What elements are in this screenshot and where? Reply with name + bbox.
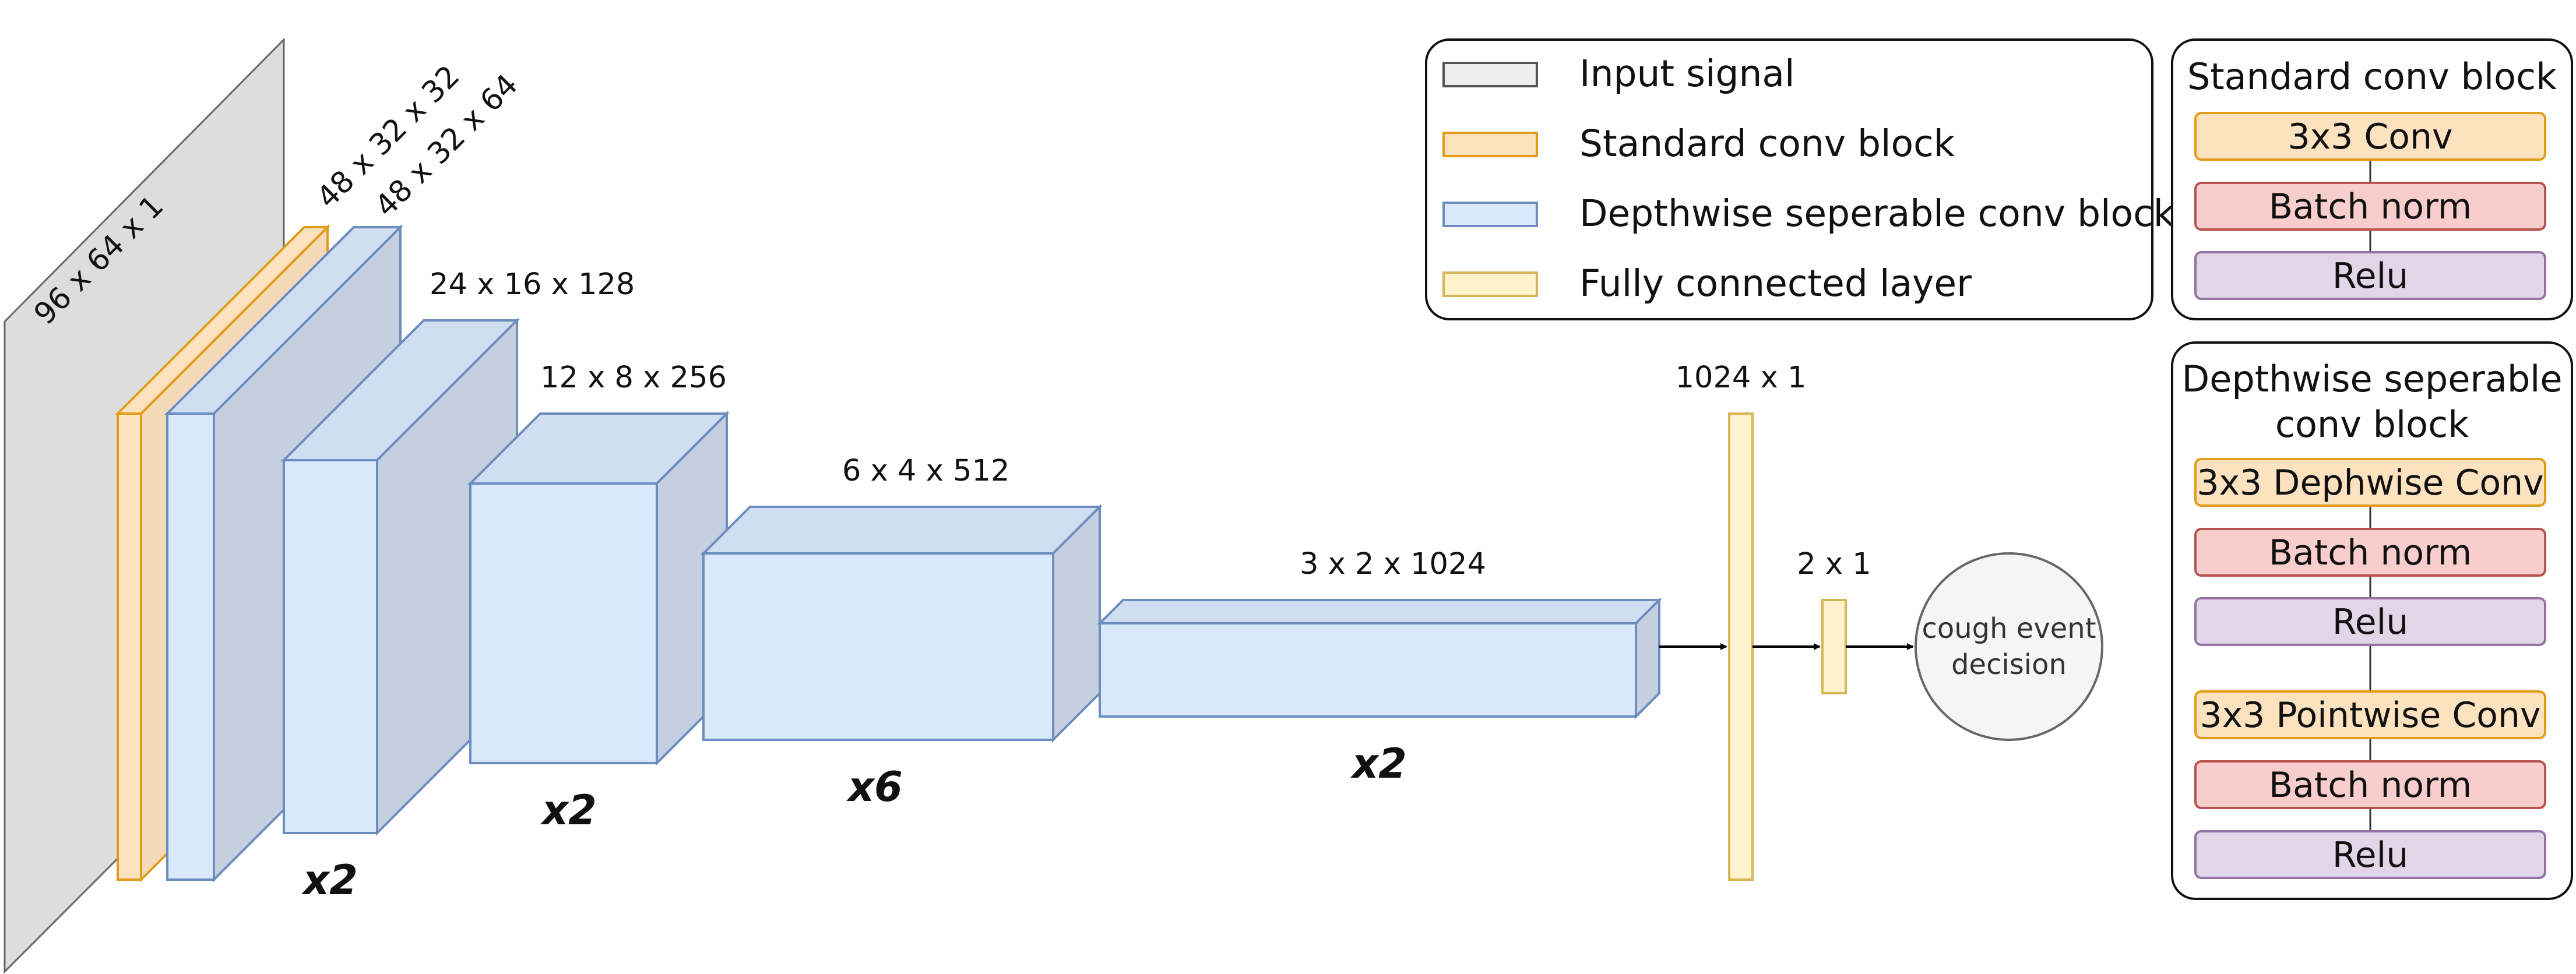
ds-conv-block-4 bbox=[701, 504, 1103, 743]
legend-label-standard: Standard conv block bbox=[1579, 122, 1955, 165]
depthwise-layer-relu-1 bbox=[2194, 597, 2546, 646]
ds-conv-block-3 bbox=[467, 411, 730, 766]
block2-multiplier: x2 bbox=[540, 786, 597, 834]
legend-frame bbox=[1425, 38, 2153, 320]
fc-layer-2 bbox=[1821, 599, 1847, 694]
depthwise-panel-title-line2: conv block bbox=[2275, 403, 2469, 446]
block2-dim-label: 24 x 16 x 128 bbox=[430, 267, 635, 302]
block3-dim-label: 12 x 8 x 256 bbox=[540, 361, 727, 395]
legend-label-input: Input signal bbox=[1579, 52, 1795, 95]
depthwise-panel-title-line1: Depthwise seperable bbox=[2181, 358, 2562, 400]
depthwise-conv-panel: Depthwise seperable conv block 3x3 Dephw… bbox=[2171, 341, 2573, 900]
block5-dim-label: 3 x 2 x 1024 bbox=[1300, 547, 1486, 581]
depthwise-layer-relu-1-label: Relu bbox=[2332, 602, 2409, 643]
depthwise-layer-batchnorm-1 bbox=[2194, 528, 2546, 577]
legend-swatch-fc bbox=[1442, 271, 1538, 297]
depthwise-layer-relu-2-label: Relu bbox=[2332, 835, 2409, 876]
block4-multiplier: x6 bbox=[846, 763, 903, 811]
standard-layer-conv-label: 3x3 Conv bbox=[2288, 117, 2452, 157]
ds-conv-block-5 bbox=[1097, 597, 1662, 719]
fc2-dim-label: 2 x 1 bbox=[1797, 547, 1871, 581]
block4-dim-label: 6 x 4 x 512 bbox=[842, 454, 1009, 488]
fc-layer-1 bbox=[1728, 412, 1754, 881]
standard-layer-relu-label: Relu bbox=[2332, 256, 2409, 297]
standard-panel-title: Standard conv block bbox=[2187, 55, 2557, 98]
standard-panel-frame bbox=[2171, 38, 2573, 320]
depthwise-layer-dwconv-label: 3x3 Dephwise Conv bbox=[2197, 463, 2543, 503]
depthwise-layer-batchnorm-2-label: Batch norm bbox=[2269, 765, 2472, 806]
depthwise-layer-pwconv-label: 3x3 Pointwise Conv bbox=[2200, 695, 2540, 736]
depthwise-layer-relu-2 bbox=[2194, 830, 2546, 879]
legend-label-depthwise: Depthwise seperable conv block bbox=[1579, 192, 2175, 235]
fc1-dim-label: 1024 x 1 bbox=[1676, 361, 1807, 395]
standard-layer-relu bbox=[2194, 251, 2546, 300]
depthwise-layer-dwconv bbox=[2194, 458, 2546, 507]
decision-label-line2: decision bbox=[1951, 648, 2067, 681]
legend-label-fc: Fully connected layer bbox=[1579, 262, 1972, 305]
legend-swatch-input bbox=[1442, 62, 1538, 87]
standard-layer-conv bbox=[2194, 112, 2546, 161]
depthwise-layer-pwconv bbox=[2194, 690, 2546, 739]
decision-node bbox=[1915, 552, 2103, 741]
standard-layer-batchnorm bbox=[2194, 182, 2546, 231]
legend-swatch-depthwise bbox=[1442, 202, 1538, 227]
standard-conv-panel: Standard conv block 3x3 Conv Batch norm … bbox=[2171, 38, 2573, 320]
depthwise-layer-batchnorm-2 bbox=[2194, 760, 2546, 809]
legend-swatch-standard bbox=[1442, 132, 1538, 157]
legend: Input signal Standard conv block Depthwi… bbox=[1425, 38, 2175, 320]
standard-layer-batchnorm-label: Batch norm bbox=[2269, 186, 2472, 227]
depthwise-layer-batchnorm-1-label: Batch norm bbox=[2269, 532, 2472, 573]
block1-multiplier: x2 bbox=[301, 856, 358, 904]
block5-multiplier: x2 bbox=[1350, 740, 1407, 788]
decision-label-line1: cough event bbox=[1922, 612, 2096, 645]
